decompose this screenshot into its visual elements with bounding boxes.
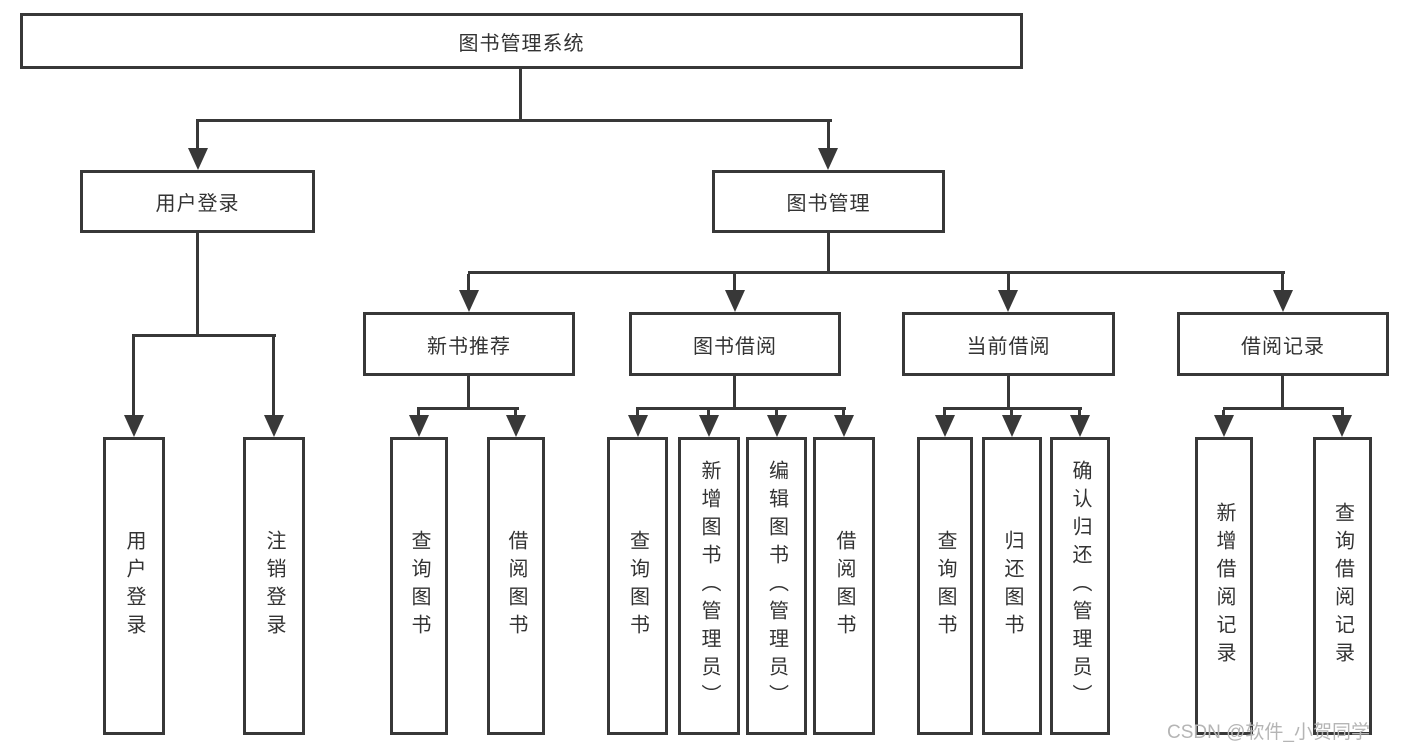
connector-borrow-records-drop	[1281, 274, 1284, 292]
connector-current-borrow-bus	[943, 407, 1082, 410]
arrowhead-down-icon	[1002, 415, 1022, 437]
node-borrow-records-label: 借阅记录	[1241, 335, 1325, 358]
connector-leaf-drop	[842, 410, 845, 417]
leaf-confirm-return-admin-label: 确认归还（管理员）	[1069, 460, 1091, 712]
leaf-user-login-label: 用户登录	[123, 530, 145, 642]
connector-book-management-drop	[827, 122, 830, 150]
node-book-borrow: 图书借阅	[629, 312, 841, 376]
connector-leaf-drop	[417, 410, 420, 417]
connector-book-borrow-bus	[636, 407, 846, 410]
arrowhead-down-icon	[1273, 290, 1293, 312]
node-new-book-recommend: 新书推荐	[363, 312, 575, 376]
node-new-book-recommend-label: 新书推荐	[427, 335, 511, 358]
connector-book-management-stem	[827, 233, 830, 273]
node-user-login-label: 用户登录	[155, 193, 240, 215]
arrowhead-down-icon	[1332, 415, 1352, 437]
leaf-query-borrow-record: 查询借阅记录	[1313, 437, 1372, 735]
connector-user-login-stem	[196, 233, 199, 336]
connector-new-book-stem	[467, 376, 470, 409]
arrowhead-down-icon	[834, 415, 854, 437]
leaf-current-query-book: 查询图书	[917, 437, 973, 735]
arrowhead-down-icon	[818, 148, 838, 170]
node-user-login: 用户登录	[80, 170, 315, 233]
leaf-logout: 注销登录	[243, 437, 305, 735]
arrowhead-down-icon	[699, 415, 719, 437]
leaf-query-borrow-record-label: 查询借阅记录	[1331, 502, 1354, 670]
node-borrow-records: 借阅记录	[1177, 312, 1389, 376]
connector-leaf-drop	[943, 410, 946, 417]
connector-leaf-drop	[1078, 410, 1081, 417]
watermark: CSDN @软件_小贺同学	[1167, 722, 1370, 743]
leaf-borrow-book-label: 借阅图书	[833, 530, 855, 642]
connector-leaf-drop	[1010, 410, 1013, 417]
arrowhead-down-icon	[725, 290, 745, 312]
connector-level1-bus	[196, 119, 832, 122]
node-current-borrow-label: 当前借阅	[966, 335, 1051, 358]
leaf-add-borrow-record-label: 新增借阅记录	[1213, 502, 1235, 670]
connector-user-login-drop	[196, 122, 199, 150]
connector-book-borrow-stem	[733, 376, 736, 409]
connector-new-book-drop	[467, 274, 470, 292]
connector-new-book-bus	[417, 407, 519, 410]
connector-leaf-drop	[1341, 410, 1344, 417]
leaf-add-book-admin: 新增图书（管理员）	[678, 437, 740, 735]
connector-leaf-drop	[132, 337, 135, 417]
connector-borrow-records-bus	[1223, 407, 1344, 410]
connector-leaf-drop	[775, 410, 778, 417]
leaf-confirm-return-admin: 确认归还（管理员）	[1050, 437, 1110, 735]
arrowhead-down-icon	[506, 415, 526, 437]
arrowhead-down-icon	[264, 415, 284, 437]
connector-leaf-drop	[707, 410, 710, 417]
node-root-label: 图书管理系统	[458, 32, 585, 55]
node-book-management-label: 图书管理	[786, 193, 871, 215]
connector-root-drop	[519, 69, 522, 121]
connector-borrow-records-stem	[1281, 376, 1284, 409]
arrowhead-down-icon	[124, 415, 144, 437]
leaf-return-book-label: 归还图书	[1001, 530, 1023, 642]
leaf-user-login: 用户登录	[103, 437, 165, 735]
connector-user-login-bus	[132, 334, 276, 337]
arrowhead-down-icon	[459, 290, 479, 312]
leaf-add-book-admin-label: 新增图书（管理员）	[698, 460, 720, 712]
connector-leaf-drop	[272, 337, 275, 417]
node-book-management: 图书管理	[712, 170, 945, 233]
leaf-edit-book-admin-label: 编辑图书（管理员）	[765, 460, 788, 712]
leaf-add-borrow-record: 新增借阅记录	[1195, 437, 1253, 735]
arrowhead-down-icon	[409, 415, 429, 437]
arrowhead-down-icon	[188, 148, 208, 170]
leaf-logout-label: 注销登录	[263, 530, 285, 642]
connector-level3-bus	[468, 271, 1285, 274]
connector-book-borrow-drop	[733, 274, 736, 292]
arrowhead-down-icon	[628, 415, 648, 437]
leaf-recommend-query-book: 查询图书	[390, 437, 448, 735]
leaf-edit-book-admin: 编辑图书（管理员）	[746, 437, 807, 735]
leaf-borrow-query-book: 查询图书	[607, 437, 668, 735]
node-book-borrow-label: 图书借阅	[693, 335, 777, 358]
arrowhead-down-icon	[998, 290, 1018, 312]
node-current-borrow: 当前借阅	[902, 312, 1115, 376]
leaf-current-query-book-label: 查询图书	[934, 530, 956, 642]
arrowhead-down-icon	[935, 415, 955, 437]
leaf-recommend-borrow-book: 借阅图书	[487, 437, 545, 735]
connector-current-borrow-stem	[1007, 376, 1010, 409]
leaf-return-book: 归还图书	[982, 437, 1042, 735]
leaf-borrow-book: 借阅图书	[813, 437, 875, 735]
connector-leaf-drop	[636, 410, 639, 417]
arrowhead-down-icon	[1070, 415, 1090, 437]
connector-leaf-drop	[514, 410, 517, 417]
connector-leaf-drop	[1222, 410, 1225, 417]
arrowhead-down-icon	[767, 415, 787, 437]
leaf-borrow-query-book-label: 查询图书	[626, 530, 649, 642]
connector-current-borrow-drop	[1007, 274, 1010, 292]
leaf-recommend-borrow-book-label: 借阅图书	[505, 530, 527, 642]
arrowhead-down-icon	[1214, 415, 1234, 437]
node-root: 图书管理系统	[20, 13, 1023, 69]
leaf-recommend-query-book-label: 查询图书	[408, 530, 430, 642]
